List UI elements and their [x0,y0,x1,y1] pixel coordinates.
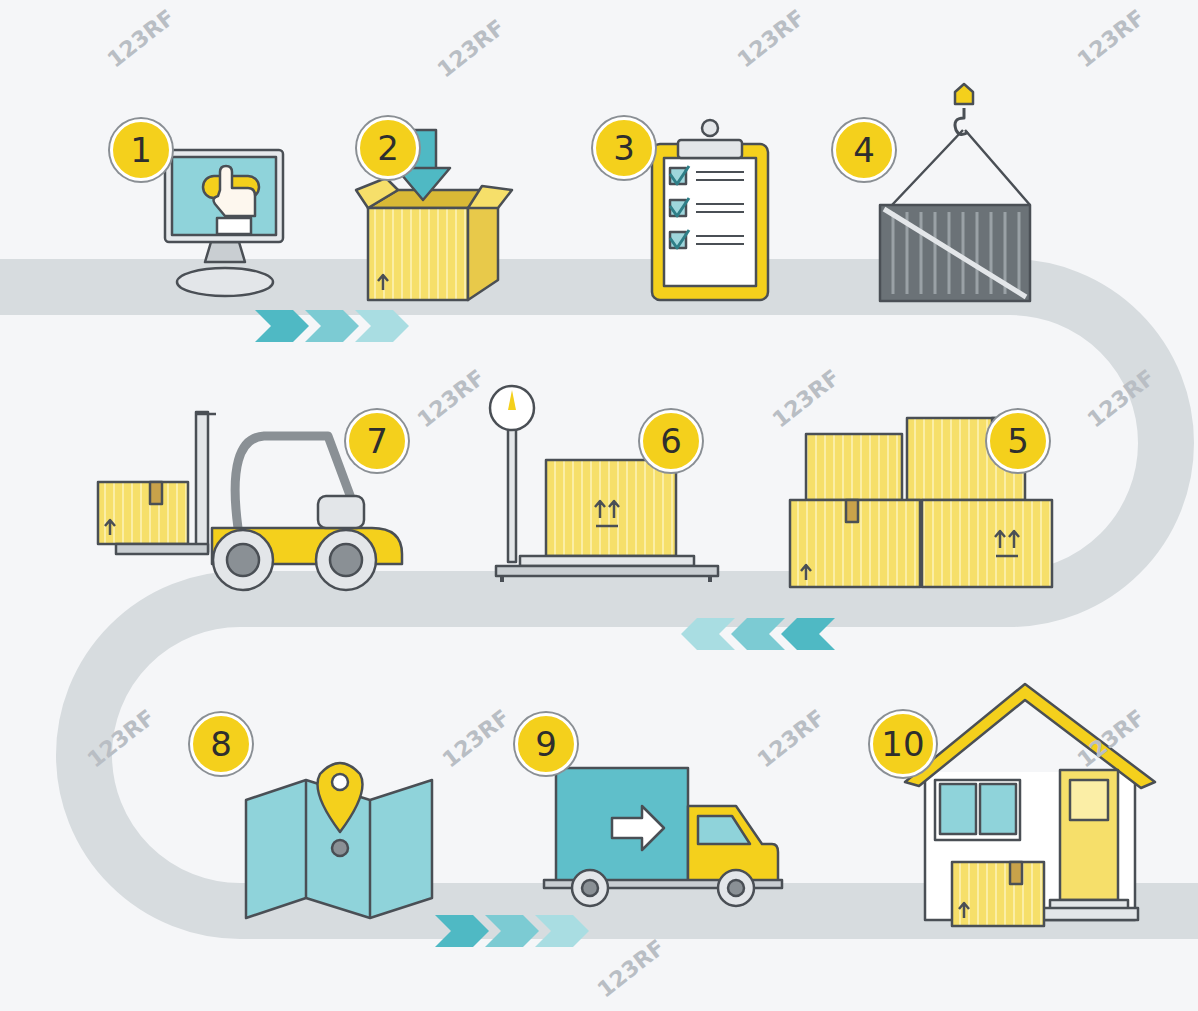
watermark: 123RF [1072,5,1149,73]
callout-number: 1 [110,119,172,181]
watermark: 123RF [432,15,509,83]
callout-number: 10 [870,711,936,777]
callout-number: 5 [987,410,1049,472]
house-icon [905,684,1155,926]
boxes-icon [790,418,1052,587]
watermark: 123RF [592,935,669,1003]
watermark: 123RF [412,365,489,433]
watermark: 123RF [752,705,829,773]
number-text: 5 [1007,424,1029,458]
number-text: 8 [210,727,232,761]
chevrons [255,310,835,947]
number-text: 9 [535,727,557,761]
watermark: 123RF [767,365,844,433]
number-text: 6 [660,424,682,458]
map-icon [246,763,432,918]
scale-icon [490,386,718,582]
callout-number: 4 [833,119,895,181]
road [0,287,1198,911]
callout-number: 3 [593,117,655,179]
checklist-icon [652,120,768,300]
number-text: 10 [881,727,924,761]
number-text: 4 [853,133,875,167]
callout-number: 7 [346,410,408,472]
number-text: 3 [613,131,635,165]
number-text: 2 [377,131,399,165]
callout-number: 2 [357,117,419,179]
callout-number: 8 [190,713,252,775]
watermark: 123RF [732,5,809,73]
truck-icon [544,768,782,906]
container-icon [880,84,1030,301]
watermark: 123RF [102,5,179,73]
box-icon [356,130,512,300]
watermark: 123RF [437,705,514,773]
callout-number: 6 [640,410,702,472]
number-text: 1 [130,133,152,167]
callout-number: 9 [515,713,577,775]
number-text: 7 [366,424,388,458]
computer-icon [165,150,283,296]
